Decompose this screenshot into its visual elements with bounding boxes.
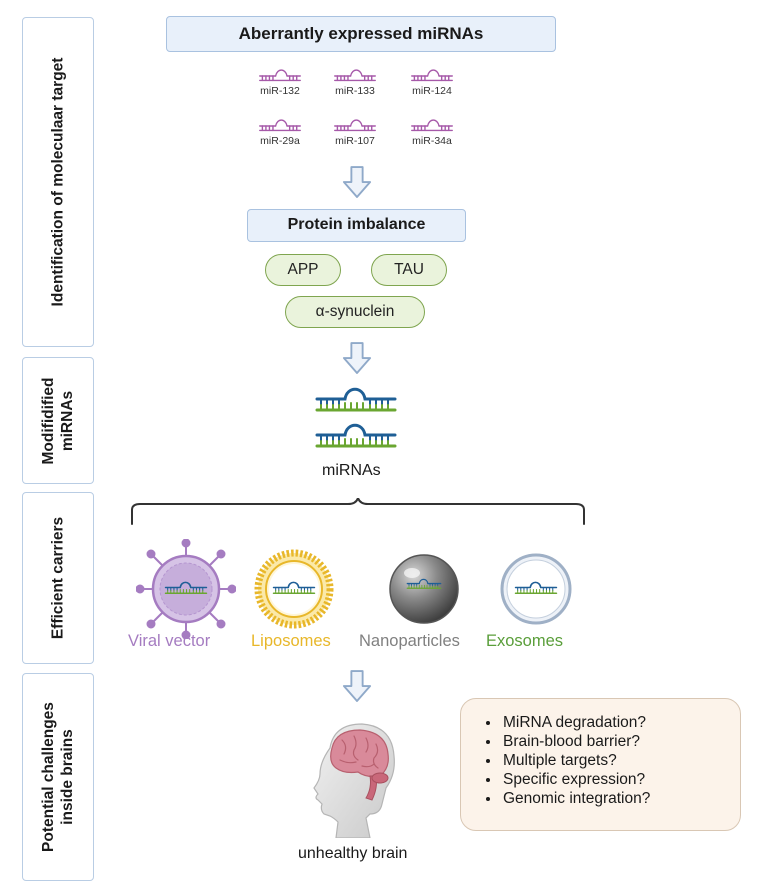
side-label-identification: Identification of moleculaar target xyxy=(49,32,68,332)
carrier-label-nanoparticles: Nanoparticles xyxy=(359,632,460,650)
side-label-modified: Modifidified miRNAs xyxy=(39,366,77,476)
side-box-identification: Identification of moleculaar target xyxy=(22,17,94,347)
challenges-list: MiRNA degradation? Brain-blood barrier? … xyxy=(461,699,740,808)
exosome-icon xyxy=(500,553,572,625)
side-box-modified: Modifidified miRNAs xyxy=(22,357,94,484)
side-label-carriers-text: Efficient carriers xyxy=(49,516,67,640)
liposome-icon xyxy=(254,549,334,629)
mirna-label: miR-107 xyxy=(335,135,375,147)
mirna-icon xyxy=(333,118,377,134)
side-label-identification-text: Identification of moleculaar target xyxy=(49,57,67,307)
protein-pill-app: APP xyxy=(265,254,341,286)
aberrant-mirnas-header-text: Aberrantly expressed miRNAs xyxy=(238,24,484,43)
mirna-icon xyxy=(410,68,454,84)
side-box-challenges: Potential challenges inside brains xyxy=(22,673,94,881)
side-label-modified-text: Modifidified miRNAs xyxy=(40,377,76,464)
side-label-challenges-text: Potential challenges inside brains xyxy=(40,702,76,852)
mirna-label: miR-124 xyxy=(412,85,452,97)
modified-mirnas-label: miRNAs xyxy=(322,462,381,479)
mirna-item: miR-132 xyxy=(245,68,315,97)
protein-imbalance-header-text: Protein imbalance xyxy=(287,216,426,233)
mirna-icon xyxy=(410,118,454,134)
unhealthy-brain-label: unhealthy brain xyxy=(298,845,408,862)
protein-pill-synuclein: α-synuclein xyxy=(285,296,425,328)
modified-mirna-icon xyxy=(314,385,398,415)
modified-mirna-icon xyxy=(314,421,398,451)
carrier-label-viral-vector: Viral vector xyxy=(128,632,211,650)
mirna-label: miR-132 xyxy=(260,85,300,97)
mirna-item: miR-133 xyxy=(320,68,390,97)
arrow-down-icon xyxy=(342,669,372,703)
mirna-item: miR-107 xyxy=(320,118,390,147)
mirna-label: miR-29a xyxy=(260,135,300,147)
brain-head-icon xyxy=(313,723,395,838)
mirna-icon xyxy=(258,68,302,84)
mirna-label: miR-133 xyxy=(335,85,375,97)
challenge-item: Brain-blood barrier? xyxy=(501,732,740,751)
arrow-down-icon xyxy=(342,341,372,375)
mirna-label: miR-34a xyxy=(412,135,452,147)
side-label-challenges: Potential challenges inside brains xyxy=(39,682,77,872)
mirna-item: miR-29a xyxy=(245,118,315,147)
challenge-item: Genomic integration? xyxy=(501,789,740,808)
protein-pill-tau-text: TAU xyxy=(394,261,424,278)
protein-pill-app-text: APP xyxy=(287,261,319,278)
protein-imbalance-header: Protein imbalance xyxy=(247,209,466,242)
protein-pill-synuclein-text: α-synuclein xyxy=(315,303,395,320)
nanoparticle-icon xyxy=(389,554,459,624)
challenges-box: MiRNA degradation? Brain-blood barrier? … xyxy=(460,698,741,831)
challenge-item: MiRNA degradation? xyxy=(501,713,740,732)
carrier-label-liposomes: Liposomes xyxy=(251,632,331,650)
challenge-item: Specific expression? xyxy=(501,770,740,789)
side-box-carriers: Efficient carriers xyxy=(22,492,94,664)
challenge-item: Multiple targets? xyxy=(501,751,740,770)
aberrant-mirnas-header: Aberrantly expressed miRNAs xyxy=(166,16,556,52)
brace-icon xyxy=(131,498,585,525)
mirna-icon xyxy=(258,118,302,134)
arrow-down-icon xyxy=(342,165,372,199)
side-label-carriers: Efficient carriers xyxy=(49,517,68,639)
mirna-item: miR-34a xyxy=(397,118,467,147)
protein-pill-tau: TAU xyxy=(371,254,447,286)
mirna-icon xyxy=(333,68,377,84)
carrier-label-exosomes: Exosomes xyxy=(486,632,564,650)
mirna-item: miR-124 xyxy=(397,68,467,97)
viral-vector-icon xyxy=(136,539,236,639)
